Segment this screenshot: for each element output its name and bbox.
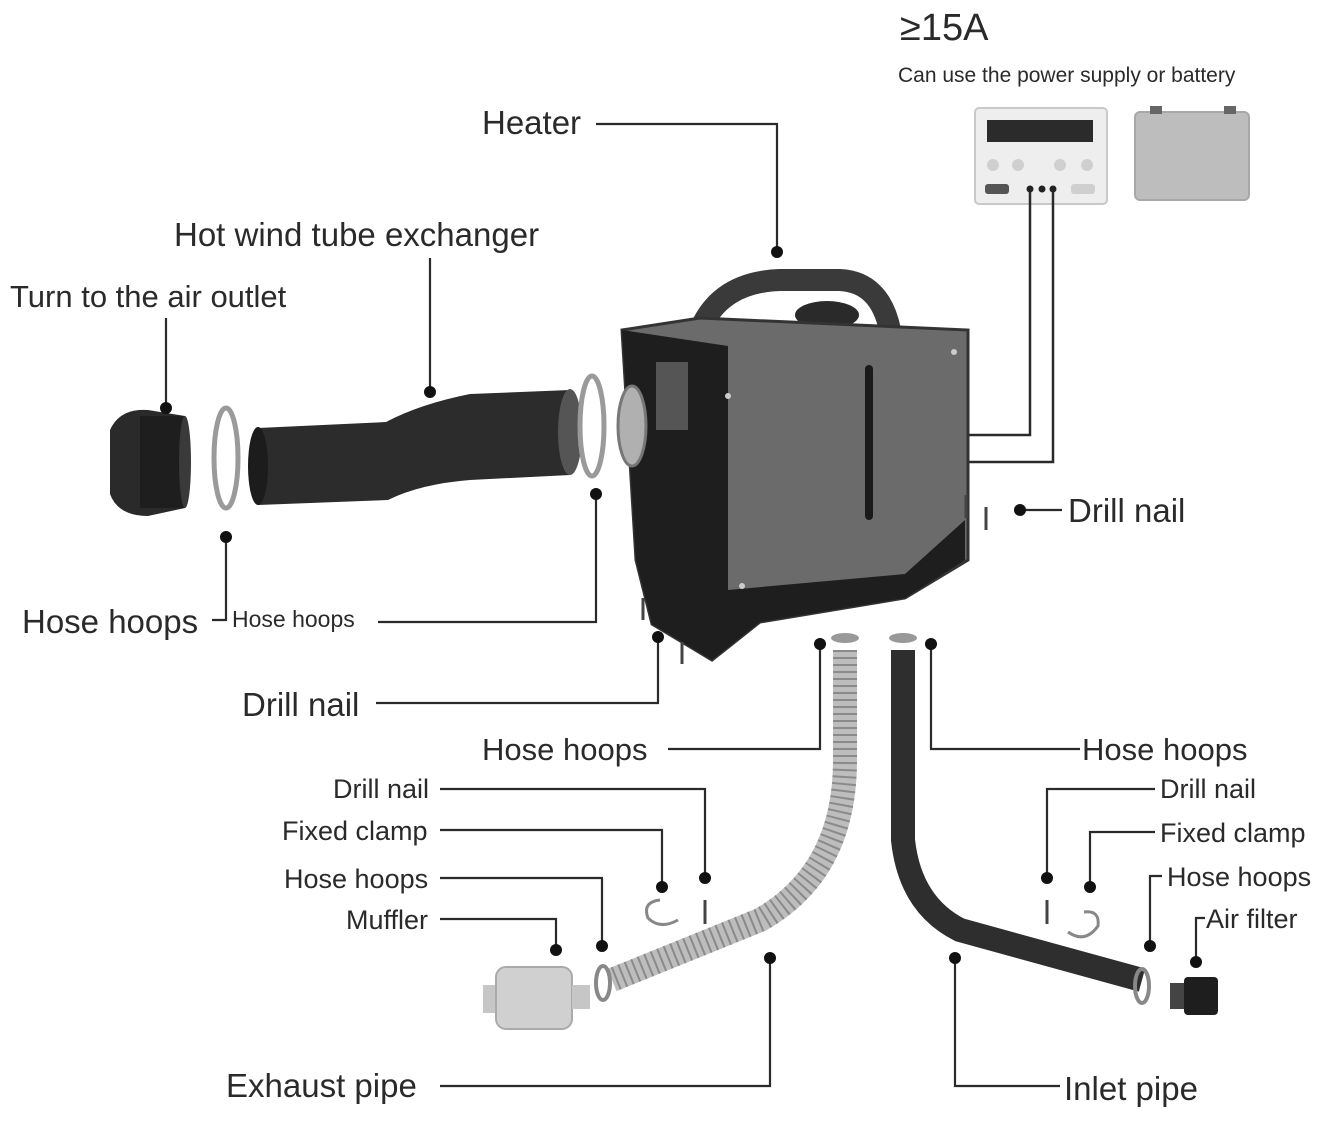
label-fixed-clamp-exhaust: Fixed clamp — [282, 816, 428, 846]
label-drill-nail-right: Drill nail — [1068, 492, 1185, 529]
label-muffler: Muffler — [346, 905, 428, 935]
label-air-outlet: Turn to the air outlet — [10, 279, 287, 314]
power-supply — [974, 107, 1108, 205]
label-hot-wind-tube: Hot wind tube exchanger — [174, 216, 539, 253]
label-heater: Heater — [482, 104, 581, 141]
label-air-filter: Air filter — [1206, 904, 1298, 934]
leader-lines — [164, 122, 1205, 1088]
label-hose-hoops-left-large: Hose hoops — [22, 603, 198, 640]
label-exhaust-pipe: Exhaust pipe — [226, 1067, 417, 1104]
label-drill-nail-left: Drill nail — [242, 686, 359, 723]
label-hose-hoops-mid-right: Hose hoops — [1082, 732, 1247, 767]
label-hose-hoops-exhaust: Hose hoops — [284, 864, 428, 894]
drill-nail-icons-lower — [703, 900, 1049, 924]
exhaust-pipe-shape — [607, 633, 859, 992]
callout-dots — [160, 246, 1202, 968]
power-wires — [962, 192, 1055, 464]
air-outlet — [110, 409, 191, 516]
power-current-label: ≥15A — [900, 7, 989, 49]
label-hose-hoops-mid-left: Hose hoops — [482, 732, 647, 767]
battery — [1134, 106, 1250, 201]
label-drill-nail-inlet: Drill nail — [1160, 774, 1256, 804]
power-note-label: Can use the power supply or battery — [898, 64, 1236, 87]
label-fixed-clamp-inlet: Fixed clamp — [1160, 818, 1306, 848]
air-filter-shape — [1133, 967, 1218, 1015]
hose-hoop-ring-exhaust — [594, 964, 612, 1002]
muffler-shape — [483, 966, 590, 1030]
hose-hoop-ring-left — [211, 405, 241, 511]
label-hose-hoops-left-small: Hose hoops — [232, 606, 355, 632]
drill-nail-icons — [641, 495, 988, 664]
fixed-clamp-icons — [645, 898, 1100, 939]
inlet-pipe-shape — [889, 633, 1146, 992]
label-drill-nail-exhaust: Drill nail — [333, 774, 429, 804]
label-hose-hoops-inlet: Hose hoops — [1167, 862, 1311, 892]
heater-unit — [616, 269, 970, 662]
hot-wind-tube — [248, 389, 582, 505]
label-inlet-pipe: Inlet pipe — [1064, 1070, 1198, 1107]
hose-hoop-ring-right — [577, 373, 607, 479]
